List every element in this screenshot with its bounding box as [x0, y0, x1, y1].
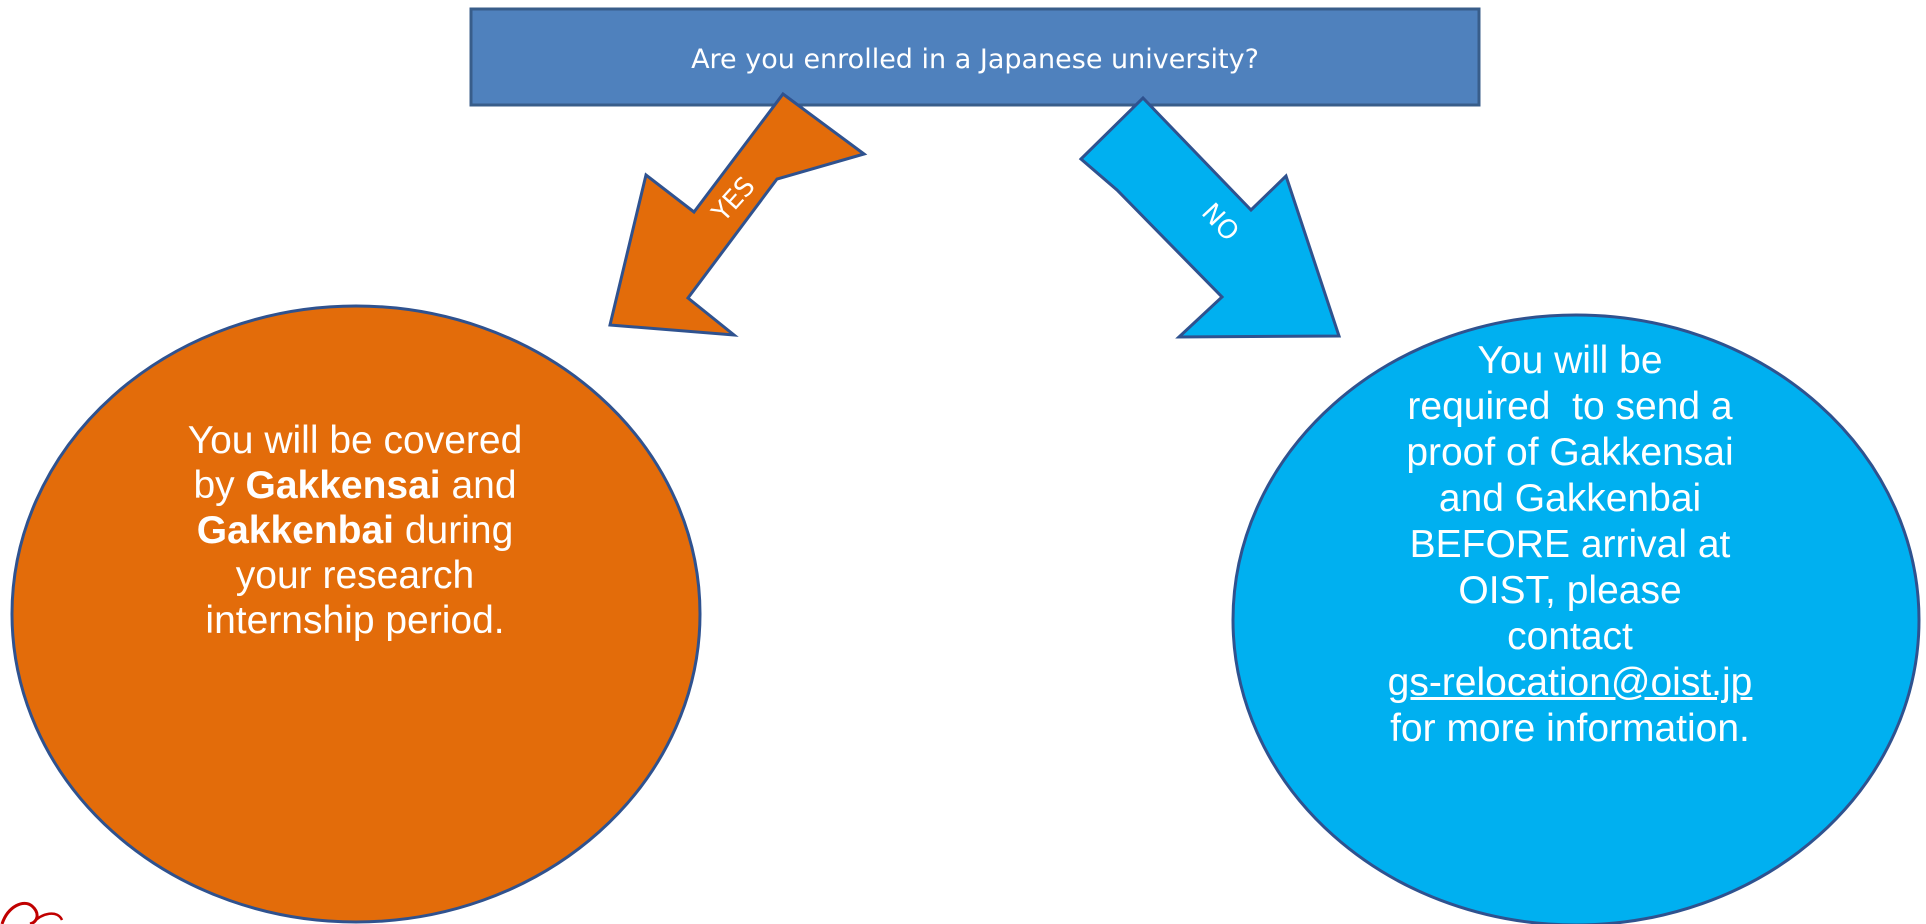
no-text-line-2: required to send a: [1407, 385, 1733, 428]
question-box: [469, 7, 1481, 107]
no-text-line-4: and Gakkenbai: [1438, 477, 1702, 520]
no-text-line-1: You will be: [1477, 339, 1663, 382]
no-circle: [1231, 313, 1921, 924]
no-text-line-7: contact: [1507, 615, 1633, 658]
gakkensai-term: Gakkensai: [245, 464, 441, 507]
yes-circle-text: You will be covered by Gakkensai and Gak…: [140, 418, 570, 643]
no-circle-text: You will be required to send a proof of …: [1330, 338, 1810, 752]
yes-text-line-2-pre: by: [193, 464, 246, 507]
no-text-line-6: OIST, please: [1458, 569, 1682, 612]
yes-text-line-3-post: during: [394, 509, 514, 552]
email-link[interactable]: gs-relocation@oist.jp: [1387, 661, 1753, 704]
no-text-closing: for more information.: [1390, 707, 1750, 750]
no-text-line-3: proof of Gakkensai: [1406, 431, 1734, 474]
no-arrow: [1078, 95, 1342, 339]
yes-text-line-2-post: and: [440, 464, 517, 507]
logo-mark: [0, 901, 39, 924]
logo-mark-swirl: [31, 912, 64, 924]
question-text: Are you enrolled in a Japanese universit…: [691, 44, 1259, 75]
yes-arrow: [608, 91, 868, 337]
yes-text-line-5: internship period.: [205, 599, 505, 642]
yes-text-line-4: your research: [235, 554, 475, 597]
yes-circle: [10, 304, 702, 924]
no-text-line-5: BEFORE arrival at: [1409, 523, 1731, 566]
yes-text-line-1: You will be covered: [187, 419, 523, 462]
gakkenbai-term: Gakkenbai: [196, 509, 395, 552]
